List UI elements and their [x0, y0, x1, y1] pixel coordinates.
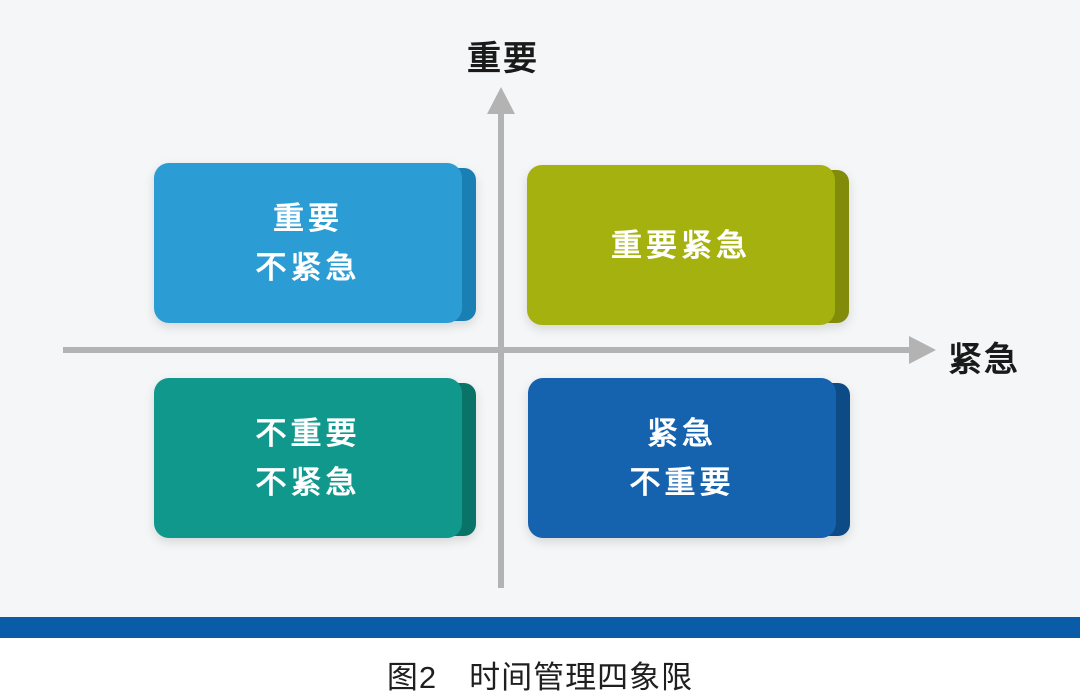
quadrant-important-urgent: 重要紧急	[527, 165, 849, 325]
quadrant-label-line: 不重要	[629, 465, 735, 500]
quadrant-label-line: 重要紧急	[611, 227, 751, 263]
x-axis-label: 紧急	[948, 341, 1020, 379]
quadrant-label-line: 不重要	[255, 416, 361, 451]
x-axis-arrow-icon	[909, 336, 936, 364]
x-axis-line	[63, 347, 910, 353]
quadrant-label-line: 不紧急	[255, 250, 361, 285]
figure-number: 图2	[386, 660, 438, 695]
figure-title: 时间管理四象限	[469, 660, 694, 695]
quadrant-label-line: 不紧急	[255, 465, 361, 500]
y-axis-arrow-icon	[487, 87, 515, 114]
quadrant-label-line: 重要	[273, 201, 343, 236]
quadrant-face: 重要不紧急	[154, 163, 462, 323]
quadrant-important-not-urgent: 重要不紧急	[154, 163, 476, 323]
quadrant-face: 重要紧急	[527, 165, 835, 325]
quadrant-not-important-not-urgent: 不重要不紧急	[154, 378, 476, 538]
y-axis-label: 重要	[467, 40, 539, 78]
figure-caption: 图2 时间管理四象限	[0, 652, 1080, 697]
quadrant-urgent-not-important: 紧急不重要	[528, 378, 850, 538]
quadrant-label-line: 紧急	[647, 416, 717, 451]
quadrant-face: 不重要不紧急	[154, 378, 462, 538]
quadrant-face: 紧急不重要	[528, 378, 836, 538]
bottom-divider-bar	[0, 617, 1080, 638]
